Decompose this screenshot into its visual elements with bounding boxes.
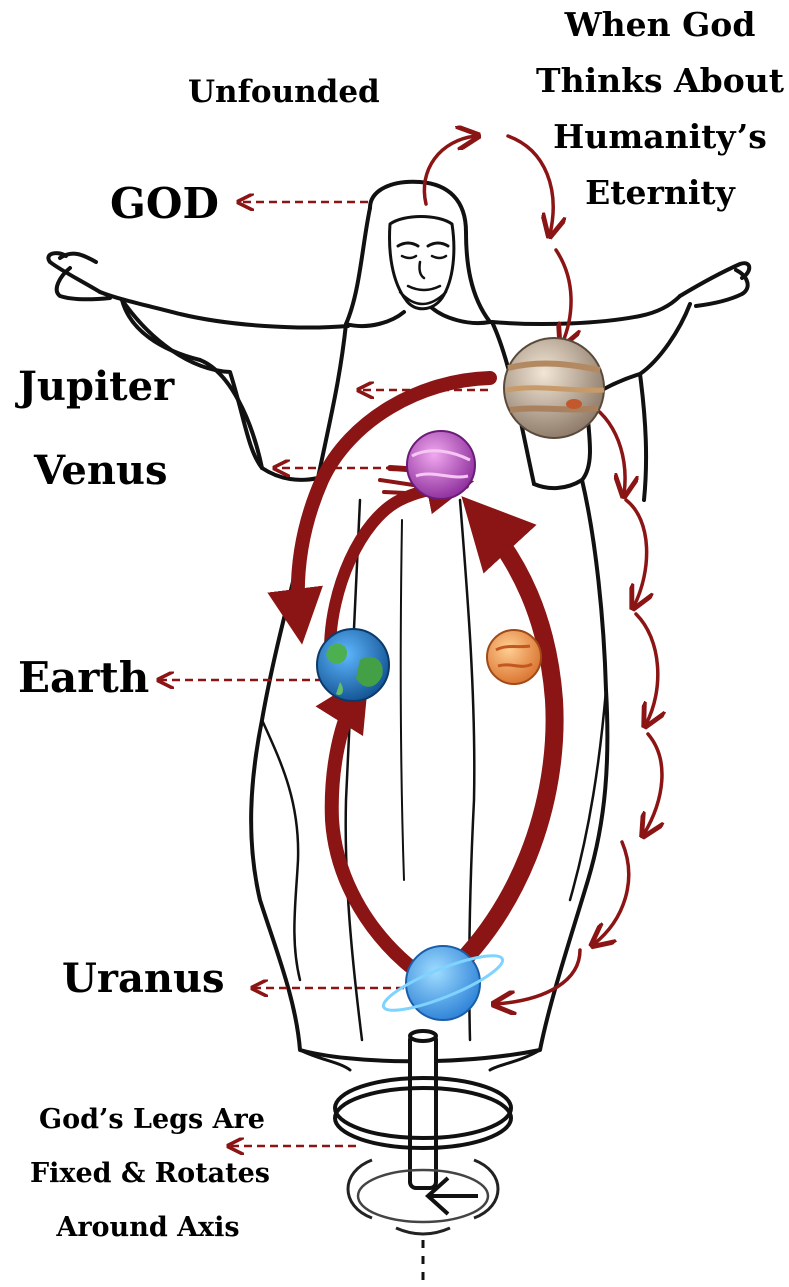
- label-earth: Earth: [18, 653, 149, 702]
- label-legs-2: Fixed & Rotates: [30, 1158, 270, 1189]
- label-unfounded: Unfounded: [188, 74, 380, 110]
- label-when-god-1: When God: [564, 5, 756, 44]
- orbit-arrow-uranus-to-venus: [430, 512, 555, 990]
- earth-planet-icon: [317, 629, 389, 701]
- label-when-god-2: Thinks About: [536, 61, 785, 100]
- label-when-god-4: Eternity: [585, 173, 736, 212]
- venus-planet-icon: [407, 431, 475, 499]
- label-when-god-3: Humanity’s: [553, 117, 767, 156]
- label-venus: Venus: [33, 447, 168, 494]
- label-uranus: Uranus: [62, 955, 225, 1002]
- rotation-axis-icon: [335, 1031, 511, 1287]
- label-jupiter: Jupiter: [15, 363, 175, 410]
- jupiter-planet-icon: [504, 338, 604, 438]
- mars-planet-icon: [487, 630, 541, 684]
- label-legs-1: God’s Legs Are: [39, 1104, 265, 1135]
- thought-arrows: [424, 136, 662, 1004]
- label-god: GOD: [110, 179, 219, 228]
- label-legs-3: Around Axis: [55, 1212, 239, 1243]
- orbit-arrow-earth-to-venus: [330, 484, 460, 650]
